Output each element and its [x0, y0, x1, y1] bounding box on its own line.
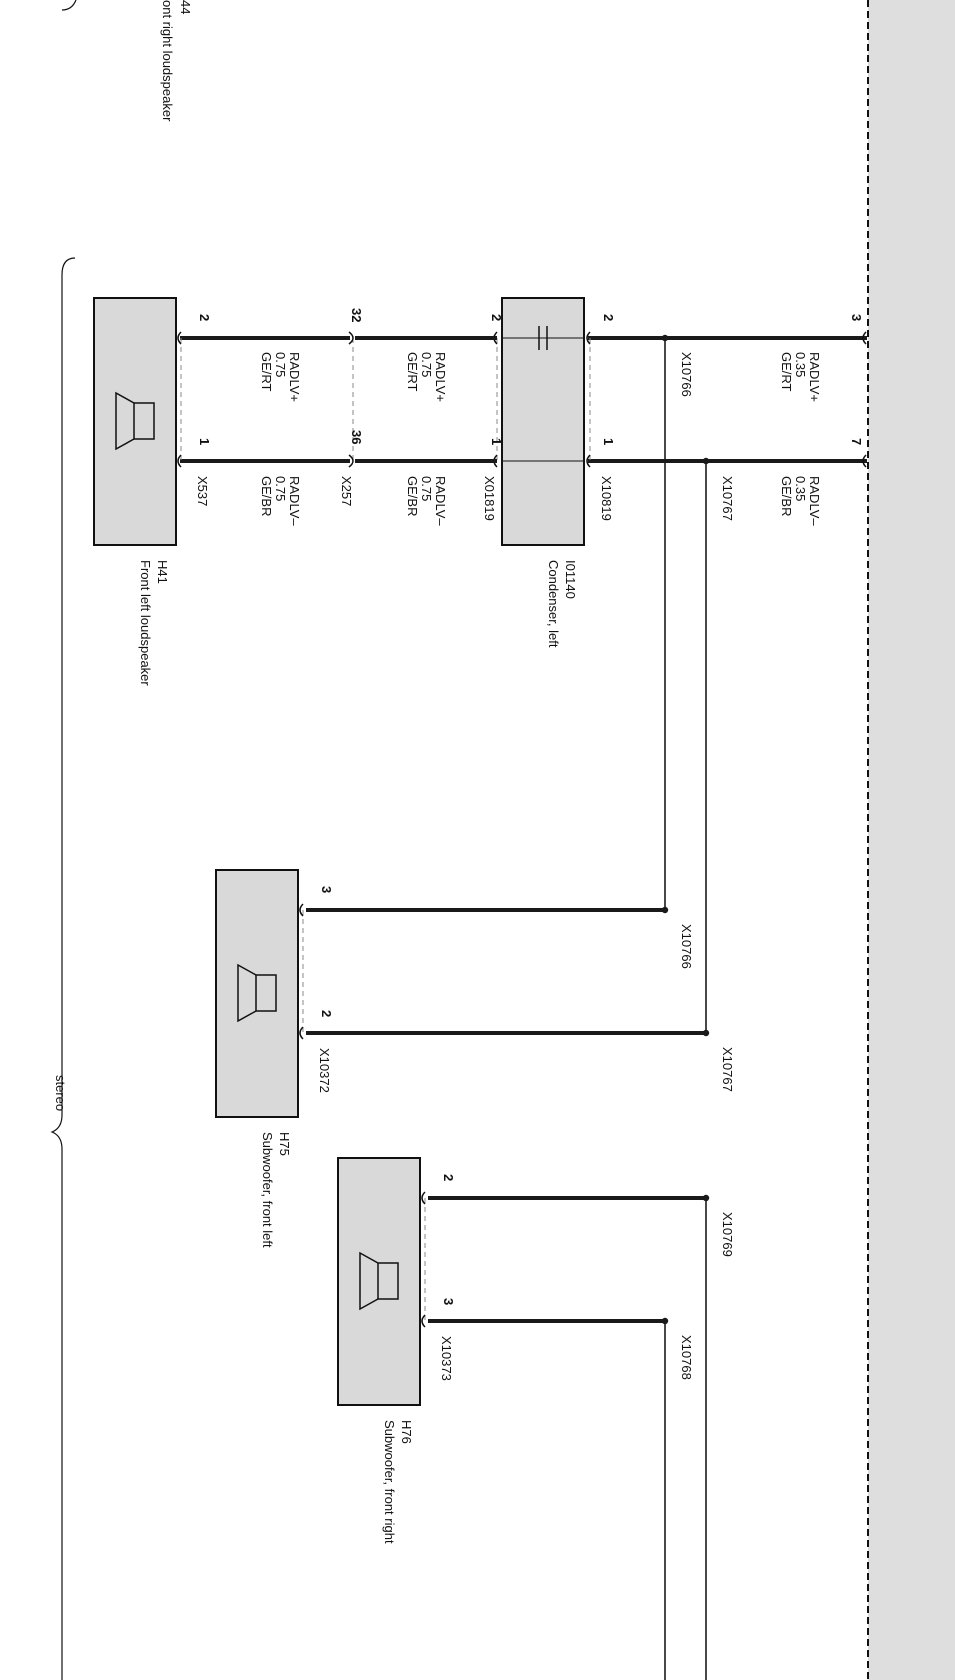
sub-right-pin-a: 2 — [441, 1174, 456, 1181]
sub-right-name: Subwoofer, front right — [382, 1420, 397, 1544]
condenser-body — [501, 297, 585, 546]
x257-pin-plus: 32 — [349, 308, 364, 322]
front-left-speaker-connector: X537 — [195, 476, 210, 506]
condenser-pin-top-minus: 1 — [601, 438, 616, 445]
x257-connector: X257 — [339, 476, 354, 506]
front-left-speaker-terminal-plus — [177, 331, 182, 345]
stereo-label-group: stereo — [53, 1075, 68, 1111]
wire-low-plus-size: 0.75 — [273, 352, 288, 377]
sub-left-pin-b: 2 — [319, 1010, 334, 1017]
stereo-label: stereo — [53, 1075, 68, 1111]
stereo-brace — [50, 257, 76, 1680]
module-pin-minus: 7 — [849, 438, 864, 445]
x257-terminal-plus — [348, 331, 354, 345]
sub-right-id: H76 — [399, 1420, 414, 1444]
sub-right-connector: X10373 — [439, 1336, 454, 1381]
splice-label-d: X10768 — [679, 1335, 694, 1380]
control-module-body — [868, 0, 955, 1680]
splice-dot-a — [661, 334, 669, 342]
front-left-speaker-id: H41 — [155, 560, 170, 584]
wire-mid-plus-name: RADLV+ — [433, 352, 448, 402]
top-brace — [61, 0, 77, 11]
control-module — [867, 0, 955, 1680]
wire-group-mid — [355, 336, 497, 463]
condenser-connector-bottom: X01819 — [482, 476, 497, 521]
sub-left-connector: X10372 — [317, 1048, 332, 1093]
splice-label-b2: X10767 — [720, 1047, 735, 1092]
splice-label-c: X10769 — [720, 1212, 735, 1257]
front-left-speaker-name: Front left loudspeaker — [138, 560, 153, 686]
speaker-icon — [115, 391, 155, 451]
condenser-pin-bottom-minus: 1 — [489, 438, 504, 445]
partial-component-label: ont right loudspeaker — [160, 0, 175, 122]
front-left-speaker-body — [93, 297, 177, 546]
module-pin-plus: 3 — [849, 314, 864, 321]
sub-left-pin-a: 3 — [319, 886, 334, 893]
wire-low-plus-name: RADLV+ — [287, 352, 302, 402]
sub-left-terminal-a — [299, 903, 304, 917]
wire-top-minus-size: 0.35 — [793, 476, 808, 501]
x257-pin-minus: 36 — [349, 430, 364, 444]
sub-left-body — [215, 869, 299, 1118]
sub-right-terminal-b — [421, 1314, 426, 1328]
condenser-id: I01140 — [563, 560, 578, 599]
splice-label-a: X10766 — [679, 352, 694, 397]
module-pin-plus-terminal — [862, 331, 867, 345]
partial-component-label-group: ont right loudspeaker — [160, 0, 175, 122]
sub-right-pin-b: 3 — [441, 1298, 456, 1305]
sub-left-terminal-b — [299, 1026, 304, 1040]
wire-top-plus-size: 0.35 — [793, 352, 808, 377]
subwoofer-front-right — [337, 1157, 710, 1680]
front-left-speaker-pin-minus: 1 — [197, 438, 212, 445]
connector-x257 — [348, 331, 354, 468]
condenser-name: Condenser, left — [546, 560, 561, 648]
wire-top-minus-name: RADLV– — [807, 476, 822, 526]
wire-mid-minus-color: GE/BR — [405, 476, 420, 516]
condenser-terminal-top-plus — [586, 331, 591, 345]
subwoofer-front-left — [215, 869, 706, 1118]
front-left-speaker-pin-plus: 2 — [197, 314, 212, 321]
front-left-speaker-terminal-minus — [177, 454, 182, 468]
wire-group-low — [180, 336, 350, 463]
wire-group-top — [588, 331, 867, 1037]
sub-right-terminal-a — [421, 1191, 426, 1205]
wire-top-minus-color: GE/BR — [779, 476, 794, 516]
wire-mid-plus-color: GE/RT — [405, 352, 420, 392]
wire-top-plus-name: RADLV+ — [807, 352, 822, 402]
speaker-icon — [237, 963, 277, 1023]
wire-low-minus-name: RADLV– — [287, 476, 302, 526]
splice-label-b: X10767 — [720, 476, 735, 521]
partial-id-group: 44 — [178, 0, 193, 14]
condenser-left — [493, 297, 591, 546]
condenser-terminal-top-minus — [586, 454, 591, 468]
wire-low-minus-size: 0.75 — [273, 476, 288, 501]
x257-terminal-minus — [348, 454, 354, 468]
module-pin-minus-terminal — [862, 454, 867, 468]
splice-dot-b — [702, 457, 710, 465]
wire-top-plus-color: GE/RT — [779, 352, 794, 392]
wire-mid-plus-size: 0.75 — [419, 352, 434, 377]
splice-dot-d — [661, 1317, 669, 1325]
speaker-icon — [359, 1251, 399, 1311]
condenser-connector-top: X10819 — [599, 476, 614, 521]
wire-mid-minus-name: RADLV– — [433, 476, 448, 526]
sub-left-name: Subwoofer, front left — [260, 1132, 275, 1248]
condenser-pin-bottom-plus: 2 — [489, 314, 504, 321]
front-left-loudspeaker — [93, 297, 182, 546]
sub-right-body — [337, 1157, 421, 1406]
partial-component-id: 44 — [178, 0, 193, 14]
splice-dot-c — [702, 1194, 710, 1202]
wire-mid-minus-size: 0.75 — [419, 476, 434, 501]
wire-low-minus-color: GE/BR — [259, 476, 274, 516]
wire-low-plus-color: GE/RT — [259, 352, 274, 392]
sub-left-id: H75 — [277, 1132, 292, 1156]
condenser-pin-top-plus: 2 — [601, 314, 616, 321]
splice-label-a2: X10766 — [679, 924, 694, 969]
